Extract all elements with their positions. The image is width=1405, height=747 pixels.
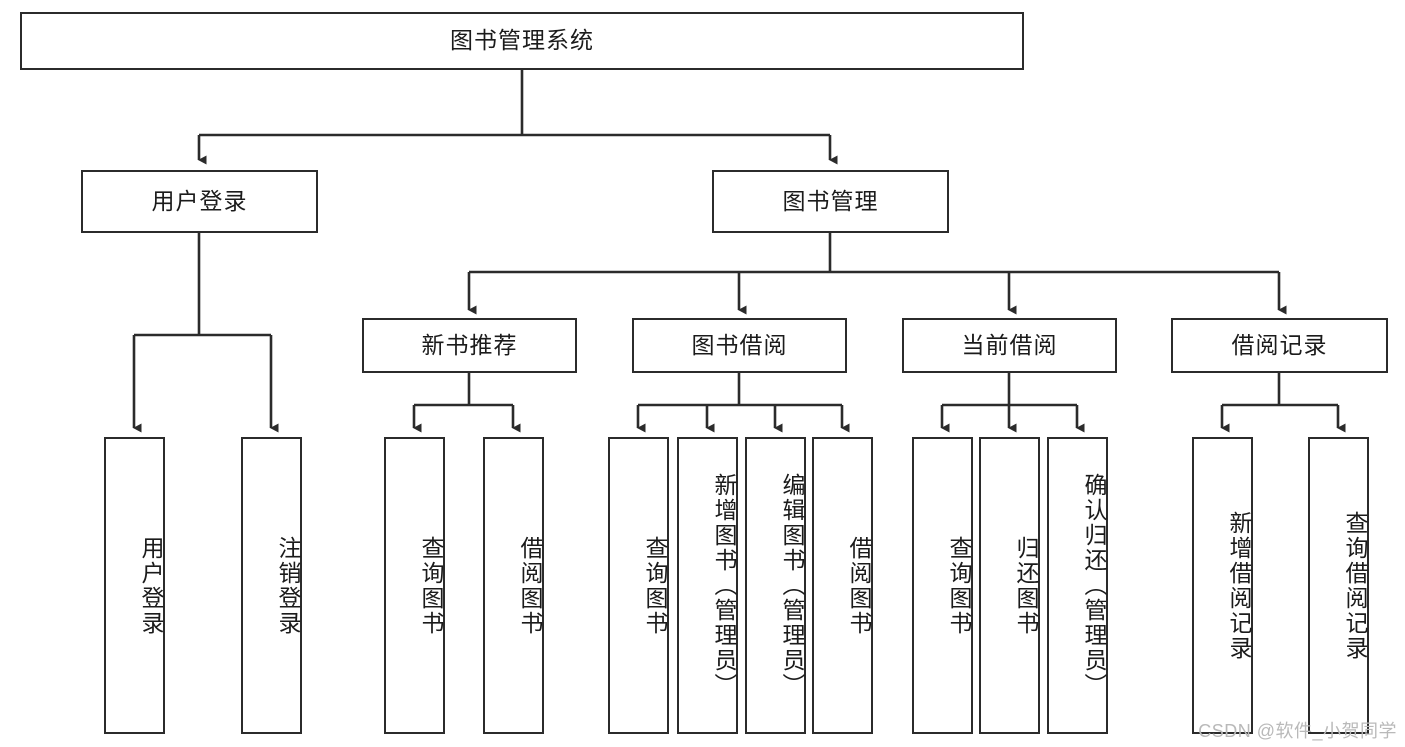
node-label: 图书管理系统	[450, 27, 594, 54]
leaf-query-borrow-record[interactable]: 查询借阅记录	[1308, 437, 1369, 734]
node-current-borrow[interactable]: 当前借阅	[902, 318, 1117, 373]
leaf-confirm-return[interactable]: 确认归还（管理员）	[1047, 437, 1108, 734]
node-label: 图书借阅	[691, 331, 788, 358]
node-label: 确认归还（管理员）	[1081, 473, 1107, 698]
node-borrow-record[interactable]: 借阅记录	[1171, 318, 1388, 373]
node-label: 查询借阅记录	[1342, 510, 1368, 661]
node-label: 查询图书	[418, 535, 444, 636]
leaf-user-login[interactable]: 用户登录	[104, 437, 165, 734]
node-label: 注销登录	[275, 535, 301, 636]
node-label: 用户登录	[138, 535, 164, 636]
leaf-borrow-book[interactable]: 借阅图书	[812, 437, 873, 734]
node-label: 借阅图书	[846, 535, 872, 636]
node-label: 新增借阅记录	[1226, 510, 1252, 661]
node-label: 借阅记录	[1231, 331, 1328, 358]
leaf-add-borrow-record[interactable]: 新增借阅记录	[1192, 437, 1253, 734]
leaf-query-book-recommend[interactable]: 查询图书	[384, 437, 445, 734]
node-label: 新增图书（管理员）	[711, 473, 737, 698]
leaf-query-book-borrow[interactable]: 查询图书	[608, 437, 669, 734]
leaf-borrow-book-recommend[interactable]: 借阅图书	[483, 437, 544, 734]
node-label: 图书管理	[782, 187, 879, 214]
node-user-login[interactable]: 用户登录	[81, 170, 318, 233]
node-root-system[interactable]: 图书管理系统	[20, 12, 1024, 70]
node-book-borrow[interactable]: 图书借阅	[632, 318, 847, 373]
node-label: 新书推荐	[421, 331, 518, 358]
leaf-return-book[interactable]: 归还图书	[979, 437, 1040, 734]
node-new-book-recommend[interactable]: 新书推荐	[362, 318, 577, 373]
node-book-manage[interactable]: 图书管理	[712, 170, 949, 233]
leaf-add-book[interactable]: 新增图书（管理员）	[677, 437, 738, 734]
leaf-logout[interactable]: 注销登录	[241, 437, 302, 734]
node-label: 归还图书	[1013, 535, 1039, 636]
leaf-edit-book[interactable]: 编辑图书（管理员）	[745, 437, 806, 734]
leaf-query-book-current[interactable]: 查询图书	[912, 437, 973, 734]
node-label: 编辑图书（管理员）	[779, 473, 805, 698]
node-label: 查询图书	[642, 535, 668, 636]
node-label: 用户登录	[151, 187, 248, 214]
node-label: 借阅图书	[517, 535, 543, 636]
node-label: 查询图书	[946, 535, 972, 636]
node-label: 当前借阅	[961, 331, 1058, 358]
